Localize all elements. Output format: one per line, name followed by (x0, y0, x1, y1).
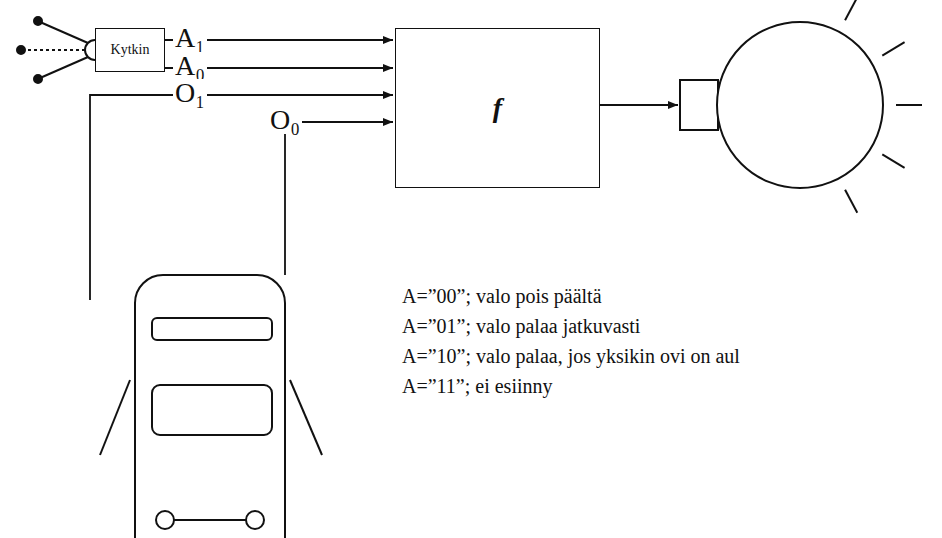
light-ray (882, 42, 904, 55)
light-ray (896, 104, 922, 106)
signal-name: O₁ (173, 79, 207, 107)
light-ray (845, 190, 857, 213)
switch-box: Kytkin (95, 28, 165, 72)
note-line: A=”00”; valo pois päältä (400, 286, 604, 306)
switch-symbol (17, 17, 95, 83)
box-text: Kytkin (111, 42, 150, 58)
light-ray (882, 154, 904, 167)
function-box: f (395, 28, 600, 188)
lamp (680, 0, 922, 213)
note-line: A=”10”; valo palaa, jos yksikin ovi on a… (400, 346, 742, 366)
signal-name: O₀ (268, 106, 302, 134)
box-text: f (493, 92, 502, 124)
signal-name: A₀ (173, 52, 207, 80)
note-line: A=”11”; ei esiinny (400, 376, 555, 396)
light-ray (845, 0, 857, 20)
signal-name: A₁ (173, 24, 207, 52)
note-line: A=”01”; valo palaa jatkuvasti (400, 316, 642, 336)
car (100, 275, 322, 538)
